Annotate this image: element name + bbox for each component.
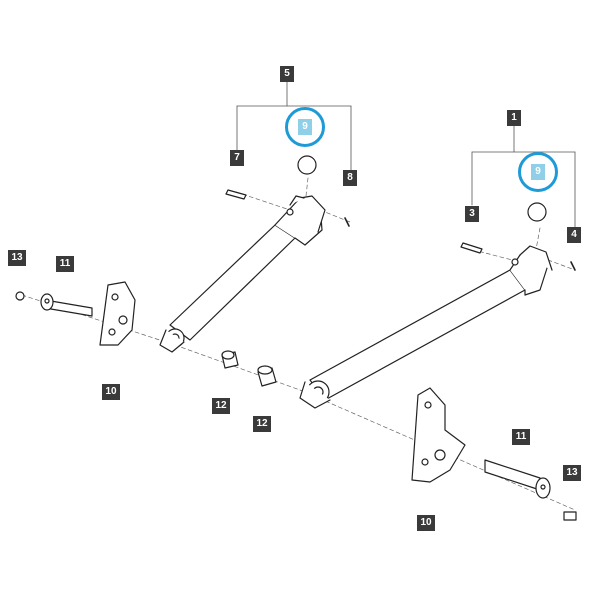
right-bracket-plate — [411, 387, 466, 483]
callout-10-right[interactable]: 10 — [417, 515, 435, 531]
bolts — [15, 291, 577, 521]
spring-pins — [344, 217, 576, 271]
spacer-bushings — [221, 350, 277, 387]
callout-9-right-highlighted[interactable]: 9 — [531, 164, 545, 180]
leader-lines — [236, 81, 576, 229]
callout-11-right[interactable]: 11 — [512, 429, 530, 445]
right-lower-link — [299, 245, 553, 409]
callout-4[interactable]: 4 — [567, 227, 581, 243]
callout-13-left[interactable]: 13 — [8, 250, 26, 266]
callout-10-left[interactable]: 10 — [102, 384, 120, 400]
callout-13-right[interactable]: 13 — [563, 465, 581, 481]
callout-9-left-highlighted[interactable]: 9 — [298, 119, 312, 135]
right-long-pin — [484, 459, 551, 499]
ball-bushings — [297, 155, 547, 222]
highlight-ring-right — [518, 152, 558, 192]
callout-1[interactable]: 1 — [507, 110, 521, 126]
callout-7[interactable]: 7 — [230, 150, 244, 166]
highlight-ring-left — [285, 107, 325, 147]
left-long-pin — [40, 293, 93, 317]
callout-8[interactable]: 8 — [343, 170, 357, 186]
callout-12-b[interactable]: 12 — [253, 416, 271, 432]
small-pins — [225, 189, 483, 254]
callout-12-a[interactable]: 12 — [212, 398, 230, 414]
callout-3[interactable]: 3 — [465, 206, 479, 222]
callout-5[interactable]: 5 — [280, 66, 294, 82]
callout-11-left[interactable]: 11 — [56, 256, 74, 272]
left-bracket-plate — [99, 281, 136, 346]
left-lower-link — [159, 195, 326, 353]
